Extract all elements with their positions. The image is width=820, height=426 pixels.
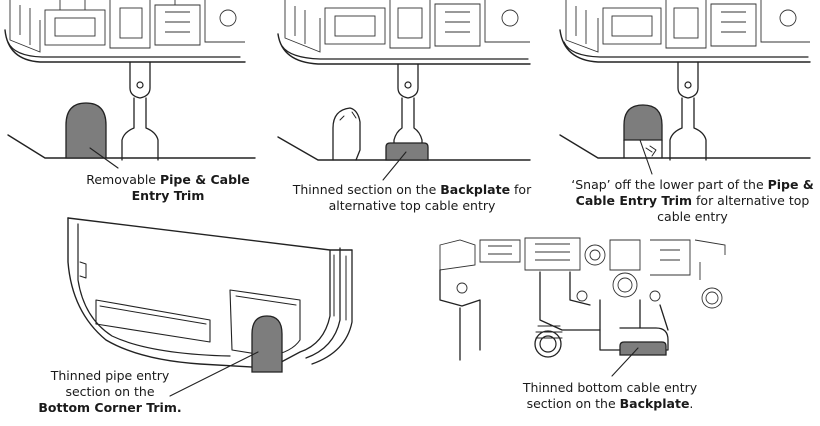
pipe-cable-entry-trim — [65, 102, 107, 159]
bracket-2 — [393, 63, 423, 145]
leader-line-4 — [169, 351, 259, 397]
internal-components-3 — [565, 0, 810, 53]
caption-text: for — [510, 182, 532, 197]
caption-text: section on the — [65, 384, 155, 399]
backplate-thinned-bottom-entry — [619, 341, 667, 356]
caption-text: ‘Snap’ off the lower part of the — [571, 177, 768, 192]
caption-bold-text: Backplate — [619, 396, 690, 411]
caption-text: . — [689, 396, 694, 411]
caption-bold-text: Entry Trim — [131, 188, 205, 203]
cable-gland — [534, 325, 563, 358]
caption-text: Removable — [86, 172, 160, 187]
caption-line: alternative top cable entry — [282, 198, 542, 214]
leader-line-2 — [382, 151, 407, 181]
internal-components-5 — [439, 237, 726, 309]
caption-bold-text: Bottom Corner Trim. — [38, 400, 182, 415]
caption-line: Entry Trim — [78, 188, 258, 204]
caption-bold-text: Backplate — [440, 182, 511, 197]
caption-snap-off-trim: ‘Snap’ off the lower part of the Pipe &C… — [565, 177, 820, 225]
backplate-thinned-section — [385, 142, 429, 161]
internal-components-1 — [9, 0, 245, 53]
caption-text: cable entry — [657, 209, 728, 224]
leader-line-1 — [89, 147, 119, 169]
caption-line: Removable Pipe & Cable — [78, 172, 258, 188]
caption-text: alternative top cable entry — [328, 198, 496, 213]
caption-text: Thinned pipe entry — [50, 368, 170, 383]
caption-line: section on the — [25, 384, 195, 400]
bracket-1 — [121, 61, 159, 161]
caption-bold-text: Pipe & — [767, 177, 814, 192]
caption-text: Thinned bottom cable entry — [522, 380, 698, 395]
caption-line: Thinned bottom cable entry — [505, 380, 715, 396]
caption-line: cable entry — [565, 209, 820, 225]
panel-snap-off-trim-drawing — [559, 0, 811, 175]
panel-thinned-backplate-top-drawing — [277, 0, 531, 181]
caption-line: section on the Backplate. — [505, 396, 715, 412]
caption-text: section on the — [526, 396, 620, 411]
panel-bottom-corner-trim-drawing — [67, 217, 353, 397]
caption-text: Thinned section on the — [292, 182, 441, 197]
caption-line: Bottom Corner Trim. — [25, 400, 195, 416]
internal-components-2 — [284, 0, 530, 53]
caption-bold-text: Cable Entry Trim — [575, 193, 693, 208]
bracket-3 — [669, 61, 707, 161]
pipe-cable-entry-trim-upper — [623, 104, 663, 141]
caption-bold-text: Pipe & Cable — [159, 172, 250, 187]
panel-removable-trim-drawing — [4, 0, 256, 169]
bottom-corner-thinned-pipe-entry — [251, 315, 283, 373]
caption-line: ‘Snap’ off the lower part of the Pipe & — [565, 177, 820, 193]
caption-text: for alternative top — [692, 193, 810, 208]
caption-line: Cable Entry Trim for alternative top — [565, 193, 820, 209]
panel-thinned-bottom-backplate-drawing — [439, 237, 726, 377]
caption-line: Thinned section on the Backplate for — [282, 182, 542, 198]
leader-line-3 — [639, 139, 653, 175]
leader-line-5 — [611, 347, 639, 377]
caption-line: Thinned pipe entry — [25, 368, 195, 384]
